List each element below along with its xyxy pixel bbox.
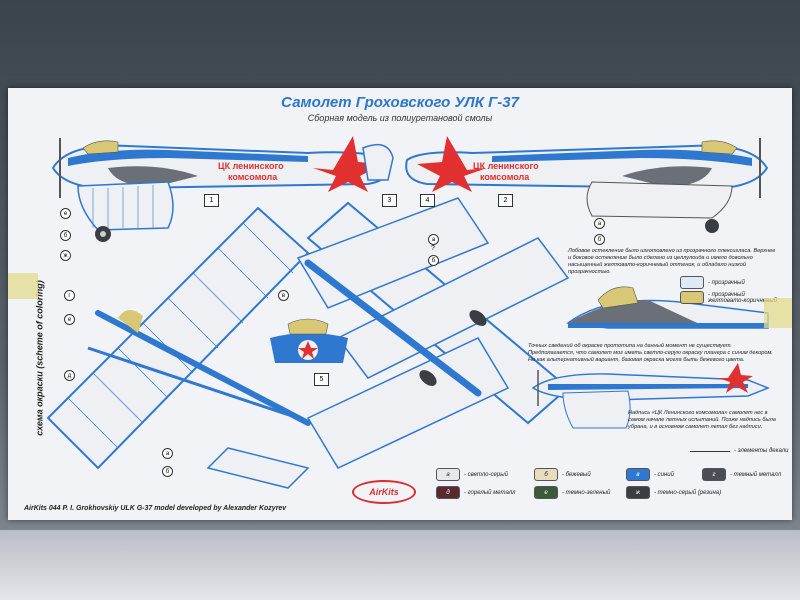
marker-e2: е bbox=[64, 314, 75, 325]
cockpit-detail bbox=[566, 286, 769, 329]
legend-decal-label: - элементы декали bbox=[734, 448, 789, 454]
color-b: б - бежевый bbox=[534, 468, 591, 481]
swatch-e: е bbox=[534, 486, 558, 499]
marker-a3: а bbox=[162, 448, 173, 459]
note-inscription: Надпись «ЦК Ленинского комсомола» самоле… bbox=[628, 410, 776, 430]
marker-g: г bbox=[64, 290, 75, 301]
marker-b: б bbox=[60, 230, 71, 241]
swatch-transparent bbox=[680, 276, 704, 289]
callout-2: 2 bbox=[498, 194, 513, 207]
front-view bbox=[270, 318, 348, 363]
color-d: д - горелый металл bbox=[436, 486, 516, 499]
color-zh: ж - темно-серый (резина) bbox=[626, 486, 721, 499]
table-surface bbox=[0, 530, 800, 600]
swatch-b: б bbox=[534, 468, 558, 481]
profile-left bbox=[51, 136, 394, 242]
legend-transparent-label: - прозрачный bbox=[708, 279, 745, 286]
swatch-d: д bbox=[436, 486, 460, 499]
swatch-v: в bbox=[626, 468, 650, 481]
inscription-left-2: комсомола bbox=[228, 172, 278, 182]
marker-b3: б bbox=[594, 234, 605, 245]
decal-line bbox=[690, 450, 730, 452]
color-g: г - темный металл bbox=[702, 468, 781, 481]
color-e: е - темно-зеленый bbox=[534, 486, 610, 499]
marker-b2: б bbox=[428, 255, 439, 266]
question-mark: ? bbox=[431, 245, 435, 252]
inscription-left-1: ЦК ленинского bbox=[218, 161, 284, 171]
swatch-zh: ж bbox=[626, 486, 650, 499]
color-v: в - синий bbox=[626, 468, 674, 481]
drawings bbox=[46, 136, 771, 489]
footer-credit: AirKits 044 P. I. Grokhovskiy ULK G-37 m… bbox=[24, 505, 287, 512]
sheet-subtitle: Сборная модель из полиуретановой смолы bbox=[307, 113, 493, 123]
legend-transparent-yellow: - прозрачный желтовато-коричневый bbox=[680, 291, 780, 304]
marker-zh: ж bbox=[60, 250, 71, 261]
color-b-label: - бежевый bbox=[562, 471, 591, 478]
note-prototype: Точных сведений об окраске прототипа на … bbox=[528, 343, 773, 363]
color-zh-label: - темно-серый (резина) bbox=[654, 489, 722, 496]
callout-1: 1 bbox=[204, 194, 219, 207]
marker-b4: б bbox=[162, 466, 173, 477]
callout-4: 4 bbox=[420, 194, 435, 207]
color-g-label: - темный металл bbox=[730, 471, 782, 478]
legend-transparent: - прозрачный bbox=[680, 276, 745, 289]
marker-v: в bbox=[278, 290, 289, 301]
swatch-a: а bbox=[436, 468, 460, 481]
color-a: а - светло-серый bbox=[436, 468, 508, 481]
callout-5: 5 bbox=[314, 373, 329, 386]
callout-3: 3 bbox=[382, 194, 397, 207]
inscription-right-1: ЦК ленинского bbox=[473, 161, 539, 171]
inscription-right-2: комсомола bbox=[480, 172, 530, 182]
marker-e: е bbox=[60, 208, 71, 219]
tape-right bbox=[764, 298, 792, 328]
profile-small bbox=[531, 363, 771, 429]
swatch-transparent-yellow bbox=[680, 291, 704, 304]
color-e-label: - темно-зеленый bbox=[562, 489, 611, 496]
color-a-label: - светло-серый bbox=[464, 471, 508, 478]
marker-a: а bbox=[428, 234, 439, 245]
color-v-label: - синий bbox=[654, 471, 674, 478]
profile-right bbox=[405, 136, 769, 233]
swatch-g: г bbox=[702, 468, 726, 481]
marker-d: д bbox=[64, 370, 75, 381]
sheet-title: Самолет Гроховского УЛК Г-37 bbox=[280, 94, 519, 111]
tape-left bbox=[8, 273, 38, 299]
instruction-sheet: Самолет Гроховского УЛК Г-37 Сборная мод… bbox=[8, 88, 792, 520]
note-glazing: Лобовое остекление было изготовлено из п… bbox=[568, 248, 776, 275]
bottom-view bbox=[296, 197, 570, 469]
legend-transparent-yellow-label: - прозрачный желтовато-коричневый bbox=[708, 291, 777, 304]
legend-decal: - элементы декали bbox=[690, 448, 788, 454]
color-d-label: - горелый металл bbox=[464, 489, 516, 496]
airkits-logo: AirKits bbox=[352, 480, 416, 504]
top-view bbox=[46, 206, 311, 489]
marker-a2: а bbox=[594, 218, 605, 229]
